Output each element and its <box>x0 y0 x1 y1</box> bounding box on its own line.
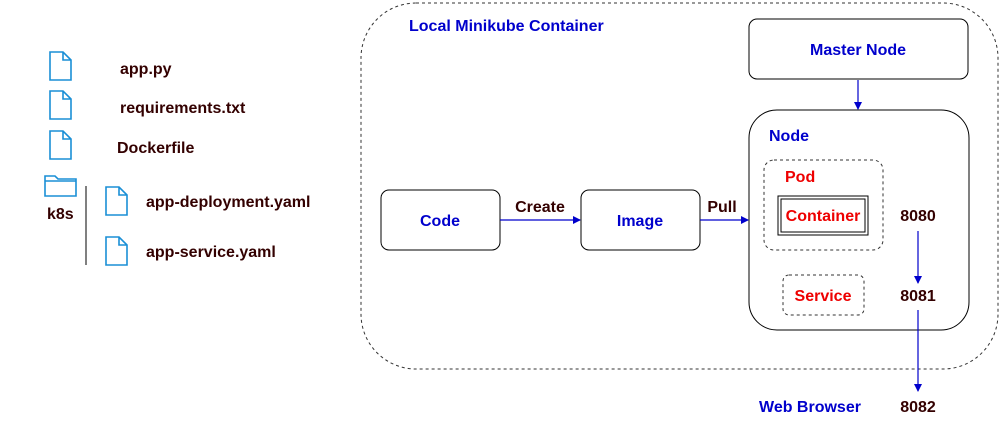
file-icon-requirements <box>49 90 72 120</box>
image-label: Image <box>617 213 663 230</box>
pod-label: Pod <box>785 169 815 186</box>
code-label: Code <box>420 213 460 230</box>
file-icon-dockerfile <box>49 130 72 160</box>
service-box <box>782 274 865 316</box>
minikube-container-title: Local Minikube Container <box>409 18 604 35</box>
folder-label-k8s: k8s <box>47 206 74 223</box>
file-label-app-py: app.py <box>120 61 172 78</box>
minikube-container-box <box>360 2 999 370</box>
container-inner-border <box>780 198 866 233</box>
file-label-requirements: requirements.txt <box>120 100 246 117</box>
service-label: Service <box>795 288 852 305</box>
file-label-dockerfile: Dockerfile <box>117 140 194 157</box>
master-node-label: Master Node <box>810 42 906 59</box>
web-browser-label: Web Browser <box>759 399 861 416</box>
container-label: Container <box>786 208 861 225</box>
master-node-box <box>748 18 969 80</box>
port-8081-label: 8081 <box>900 288 936 305</box>
file-label-deployment-yaml: app-deployment.yaml <box>146 194 310 211</box>
file-icon-app-py <box>49 51 72 81</box>
port-8080-label: 8080 <box>900 208 936 225</box>
file-icon-service-yaml <box>105 236 128 266</box>
node-label: Node <box>769 128 809 145</box>
pull-edge-label: Pull <box>707 199 736 216</box>
folder-icon <box>44 175 77 197</box>
container-box <box>777 195 869 236</box>
port-8082-label: 8082 <box>900 399 936 416</box>
file-label-service-yaml: app-service.yaml <box>146 244 276 261</box>
create-edge-label: Create <box>515 199 565 216</box>
file-icon-deployment-yaml <box>105 186 128 216</box>
